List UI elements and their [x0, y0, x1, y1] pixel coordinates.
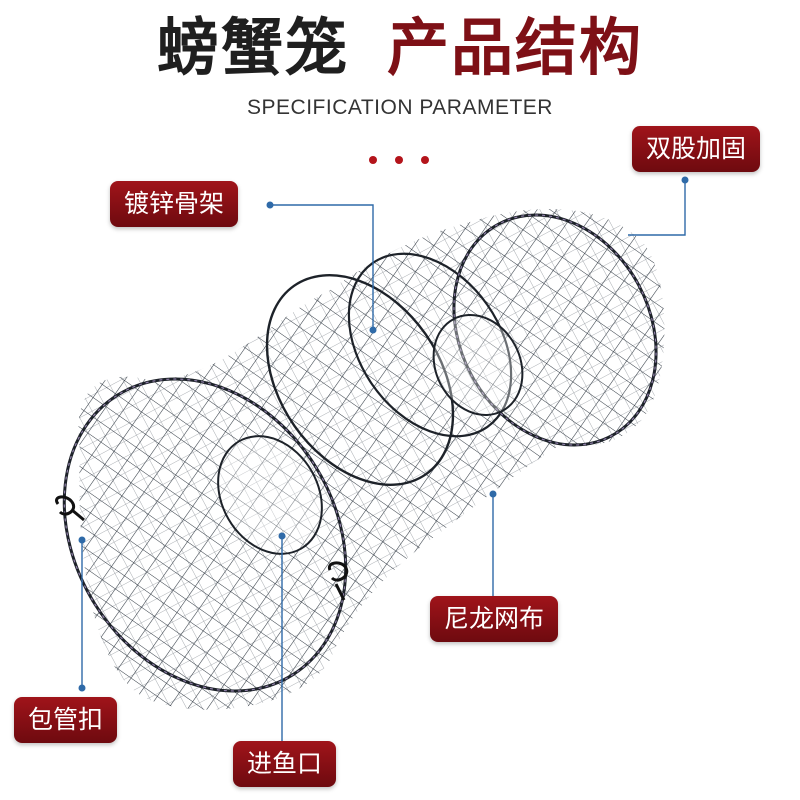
- callout-points: [78, 176, 689, 692]
- subtitle: SPECIFICATION PARAMETER: [247, 96, 553, 119]
- dot: [395, 156, 403, 164]
- rear-entrance-ring: [432, 314, 524, 416]
- trap-body: [78, 209, 665, 710]
- decorative-dots: [369, 156, 431, 166]
- dot: [421, 156, 429, 164]
- front-entrance-ring: [217, 435, 323, 555]
- dot: [369, 156, 377, 164]
- callout-lines: [81, 180, 686, 742]
- label-nylon-mesh: 尼龙网布: [430, 596, 559, 642]
- title-product-name: 螃蟹笼: [156, 11, 349, 84]
- label-galvanized-frame: 镀锌骨架: [110, 181, 239, 227]
- front-hoop: [62, 377, 348, 693]
- rear-hoop: [452, 213, 658, 447]
- title-section-name: 产品结构: [387, 11, 644, 84]
- label-double-strand: 双股加固: [632, 126, 761, 172]
- label-tube-clip: 包管扣: [14, 697, 118, 743]
- tube-clip-icon: [55, 495, 349, 601]
- label-fish-entrance: 进鱼口: [233, 741, 337, 787]
- page-title: 螃蟹笼产品结构: [0, 6, 800, 90]
